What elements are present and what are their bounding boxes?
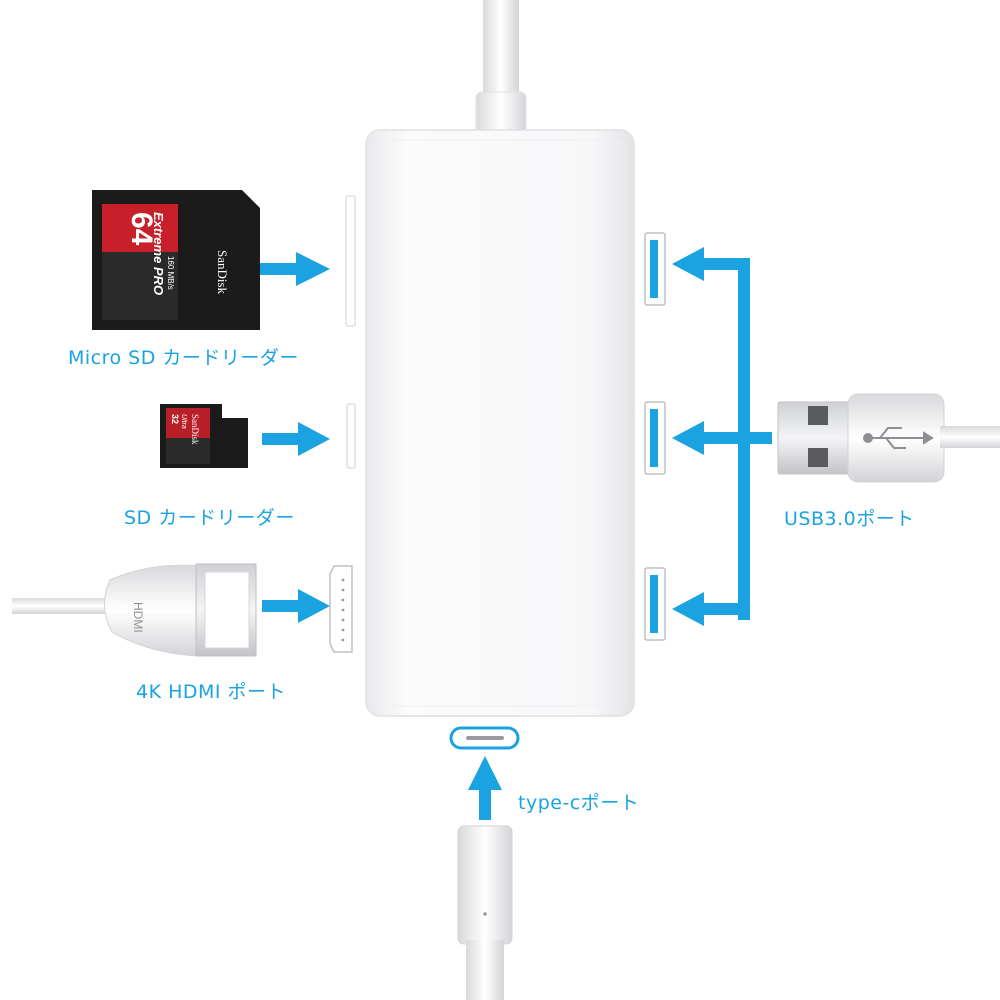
type-c-plug [457,825,513,1000]
sd-card-line: Extreme PRO [151,212,166,295]
arrow-sd [260,252,330,286]
micro-sd-capacity: 32 [170,414,180,424]
arrow-left-icon [672,247,704,281]
usb-symbol-icon [863,427,934,449]
sd-card-brand: SanDisk [215,250,230,295]
arrow-up-icon [468,756,502,790]
sd-card-speed: 160 MB/s [166,256,175,290]
micro-sd-brand: SanDisk [190,414,200,445]
sd-card-capacity: 64 [125,212,158,246]
top-cable [475,0,527,139]
type-c-label: type-cポート [518,792,640,814]
sd-card: 64 Extreme PRO 160 MB/s SanDisk [92,190,260,330]
micro-sd-card: SanDisk Ultra 32 [160,404,248,468]
arrow-micro-sd [262,422,330,456]
micro-sd-card-slot [346,403,356,469]
hub-body [365,129,635,717]
usb-label: USB3.0ポート [784,508,915,530]
sd-label: SD カードリーダー [124,507,295,529]
arrow-right-icon [298,422,330,456]
usb-port-1 [644,232,666,306]
hdmi-cable: HDMI [12,563,257,657]
sd-card-slot [345,195,356,327]
usb-port-3 [644,567,666,641]
arrow-left-icon [672,421,704,455]
usb-a-plug [777,393,1000,483]
arrow-hdmi [262,589,330,623]
arrow-left-icon [672,592,704,626]
usb-arrow-tree [672,247,772,626]
hdmi-label: 4K HDMI ポート [136,681,287,703]
micro-sd-label: Micro SD カードリーダー [68,347,299,369]
arrow-right-icon [298,589,330,623]
usb-port-2 [644,401,666,475]
hdmi-plug-label: HDMI [131,602,145,633]
micro-sd-line: Ultra [180,414,187,429]
hdmi-port [329,565,353,653]
arrow-right-icon [296,252,330,286]
arrow-type-c [468,756,502,820]
